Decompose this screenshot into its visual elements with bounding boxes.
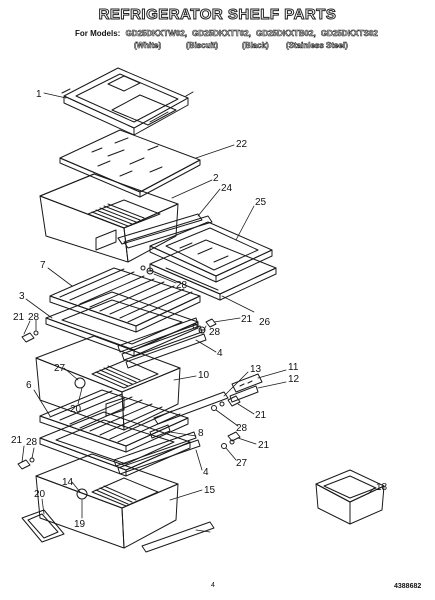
part-12-bracket xyxy=(229,385,259,403)
model-color-label: (Biscuit) xyxy=(186,41,219,51)
callout-27: 14 xyxy=(62,477,74,488)
callout-numbers: 1 22 2 24 25 7 28 3 21 28 28 21 26 4 13 … xyxy=(11,89,388,530)
part-21-roller xyxy=(227,431,241,442)
callout-21: 21 xyxy=(258,440,270,451)
callout-21: 21 xyxy=(241,314,253,325)
part-21-roller xyxy=(17,459,31,470)
callout-21: 21 xyxy=(255,410,267,421)
part-22-glass-shelf xyxy=(59,129,201,198)
page-title: REFRIGERATOR SHELF PARTS xyxy=(98,6,337,24)
callout-3: 3 xyxy=(19,291,25,302)
part-28-screw xyxy=(221,439,235,449)
model-number: GD25DKXTW02, xyxy=(125,29,187,39)
part-13-rail xyxy=(153,391,229,425)
callout-14: 15 xyxy=(204,485,216,496)
document-number: 4388682 xyxy=(394,583,422,590)
model-color-label: (White) xyxy=(134,41,162,51)
callout-18: 20 xyxy=(34,489,46,500)
part-4-rail-set xyxy=(117,317,207,369)
callout-24: 24 xyxy=(221,183,233,194)
part-21-roller xyxy=(227,395,241,407)
callout-28: 27 xyxy=(236,458,248,469)
part-14-crisper-drawer xyxy=(35,453,179,549)
part-24-rail xyxy=(117,213,213,249)
callout-21: 21 xyxy=(11,435,23,446)
callout-25: 25 xyxy=(255,197,267,208)
part-25-glass-shelf xyxy=(149,221,273,283)
model-number: GD25DKXTS02 xyxy=(320,29,379,39)
callout-2: 2 xyxy=(213,173,219,184)
models-prefix: For Models: xyxy=(75,29,121,38)
part-28-screw xyxy=(192,323,206,334)
model-color-label: (Stainless Steel) xyxy=(286,41,348,51)
callout-28: 28 xyxy=(28,312,40,323)
part-10-crisper-drawer xyxy=(35,335,181,431)
callout-8: 8 xyxy=(198,428,204,439)
models-line: For Models: GD25DKXTW02, GD25DKXTT02, GD… xyxy=(75,29,381,39)
callout-20: 20 xyxy=(70,404,82,415)
part-19-rail xyxy=(141,521,215,553)
callout-21: 21 xyxy=(13,312,25,323)
callout-28: 28 xyxy=(26,437,38,448)
part-21-roller xyxy=(205,318,217,328)
part-4-rail-set xyxy=(113,431,201,475)
model-number: GD25DKXTB02, xyxy=(256,29,316,39)
callout-6: 6 xyxy=(26,380,32,391)
callout-22: 22 xyxy=(236,139,248,150)
callout-26: 26 xyxy=(259,317,271,328)
part-28-screw xyxy=(211,401,225,411)
callout-10: 10 xyxy=(198,370,210,381)
part-21-roller xyxy=(21,332,35,343)
callout-27: 27 xyxy=(54,363,66,374)
part-28-screw xyxy=(33,330,39,336)
part-18-label-card xyxy=(21,509,65,543)
callout-4: 4 xyxy=(217,348,223,359)
model-number: GD25DKXTT02, xyxy=(192,29,251,39)
part-8-insert-frame xyxy=(39,411,191,477)
part-1-shelf-frame xyxy=(61,67,194,136)
callout-28: 28 xyxy=(209,327,221,338)
part-2-crisper-drawer xyxy=(39,173,179,263)
callout-4: 4 xyxy=(203,467,209,478)
page-number: 4 xyxy=(211,582,215,589)
callout-13: 13 xyxy=(250,364,262,375)
part-15-door-bin xyxy=(315,469,385,525)
callout-28: 28 xyxy=(236,423,248,434)
callout-20: 19 xyxy=(74,519,86,530)
part-28-screw xyxy=(29,457,35,463)
part-7-cover-panel xyxy=(49,267,201,333)
part-28-screw xyxy=(140,265,154,275)
callout-leaders xyxy=(21,92,375,533)
callout-11: 11 xyxy=(288,362,299,373)
callout-28: 28 xyxy=(176,280,188,291)
callout-15: 18 xyxy=(376,482,388,493)
callout-1: 1 xyxy=(36,89,42,100)
part-11-bracket xyxy=(231,373,263,393)
model-color-label: (Black) xyxy=(242,41,269,51)
callout-12: 12 xyxy=(288,374,300,385)
callout-7: 7 xyxy=(40,260,46,271)
